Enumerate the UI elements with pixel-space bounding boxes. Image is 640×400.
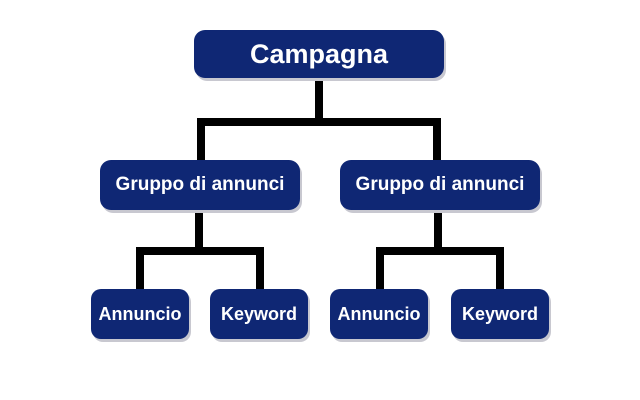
ad-node-2: Annuncio: [330, 289, 428, 339]
campaign-node: Campagna: [194, 30, 444, 78]
ad-group-node-1: Gruppo di annunci: [100, 160, 300, 210]
ad-node-1: Annuncio: [91, 289, 189, 339]
ad-group-node-2: Gruppo di annunci: [340, 160, 540, 210]
keyword-node-1: Keyword: [210, 289, 308, 339]
keyword-node-2: Keyword: [451, 289, 549, 339]
